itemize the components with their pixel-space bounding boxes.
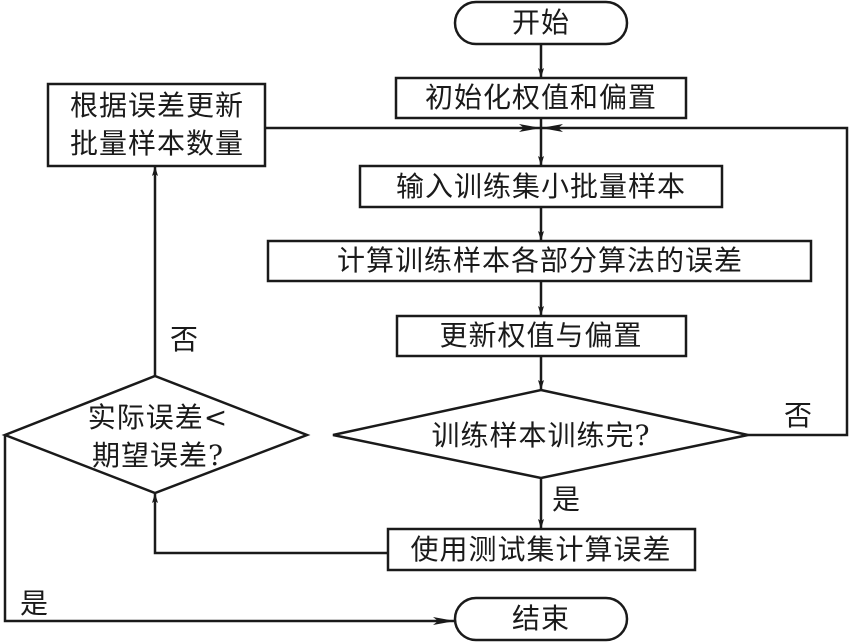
- end-terminator: [453, 596, 629, 642]
- training-done-yes-label: 是: [552, 483, 582, 516]
- test-error-label: 使用测试集计算误差: [410, 533, 672, 566]
- update-batch-label-line2: 批量样本数量: [69, 127, 245, 160]
- init-label: 初始化权值和偏置: [424, 81, 658, 114]
- error-check-label-line1: 实际误差<: [87, 401, 229, 434]
- training-done-no-label: 否: [784, 399, 814, 432]
- update-weights-label: 更新权值与偏置: [439, 319, 643, 352]
- update-batch-label-line1: 根据误差更新: [69, 89, 245, 122]
- end-label: 结束: [511, 602, 571, 635]
- edge-error-check-yes-end: [3, 435, 455, 625]
- test-error-box: [386, 527, 697, 572]
- compute-error-label: 计算训练样本各部分算法的误差: [336, 244, 744, 277]
- error-check-label: 实际误差< 期望误差?: [88, 399, 228, 475]
- training-done-label: 训练样本训练完?: [431, 419, 651, 452]
- error-check-label-line2: 期望误差?: [91, 439, 224, 472]
- error-check-yes-label: 是: [20, 587, 50, 620]
- compute-error-box: [266, 239, 813, 283]
- error-check-no-label: 否: [170, 323, 200, 356]
- input-batch-label: 输入训练集小批量样本: [395, 170, 687, 203]
- start-label: 开始: [511, 6, 571, 39]
- update-batch-label: 根据误差更新 批量样本数量: [70, 87, 244, 163]
- edge-test-error-check: [152, 493, 388, 555]
- edge-decision-no-loop: [541, 124, 849, 437]
